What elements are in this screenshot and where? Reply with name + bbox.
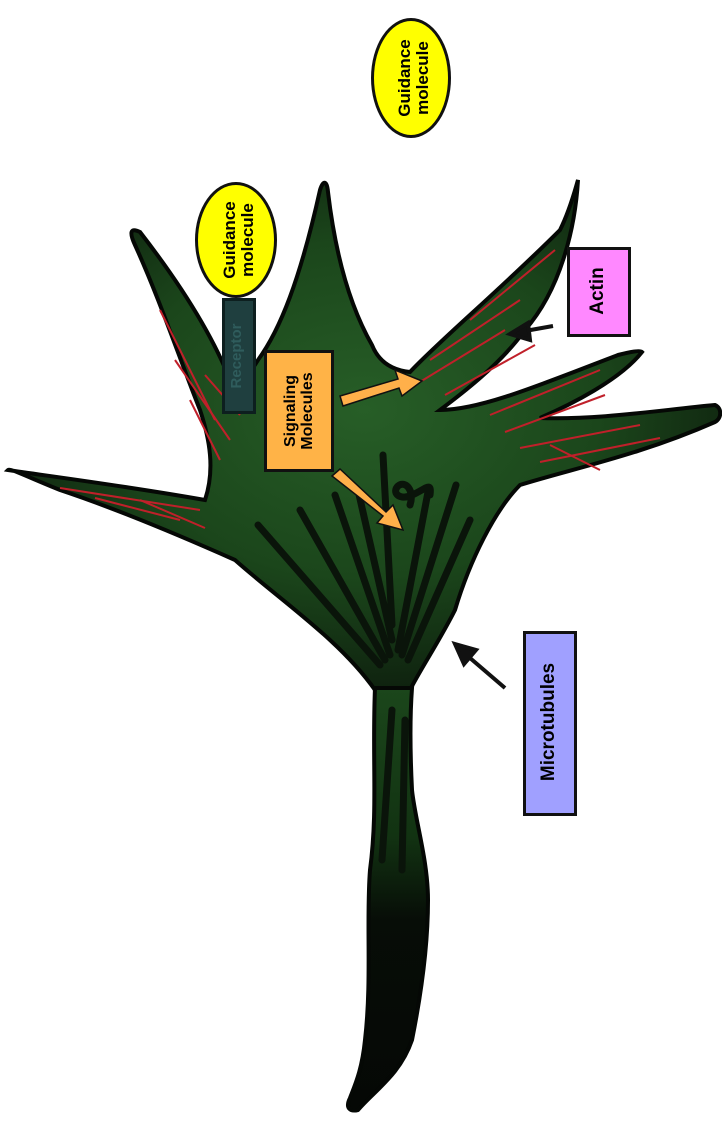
signaling-line1: Signaling	[283, 352, 300, 470]
guidance-left-line1: Guidance	[221, 180, 239, 300]
receptor-label: Receptor	[229, 301, 249, 411]
actin-label: Actin	[588, 251, 610, 331]
guidance-molecule-top-label: Guidance molecule	[396, 18, 426, 138]
guidance-top-line2: molecule	[414, 18, 432, 138]
microtubule	[402, 720, 405, 870]
guidance-top-line1: Guidance	[396, 18, 414, 138]
signaling-line2: Molecules	[300, 352, 317, 470]
microtubules-label: Microtubules	[539, 647, 561, 797]
microtubules-pointer-line	[470, 658, 505, 688]
signaling-molecules-label: Signaling Molecules	[283, 352, 315, 470]
guidance-left-line2: molecule	[239, 180, 257, 300]
guidance-molecule-left-label: Guidance molecule	[221, 180, 251, 300]
